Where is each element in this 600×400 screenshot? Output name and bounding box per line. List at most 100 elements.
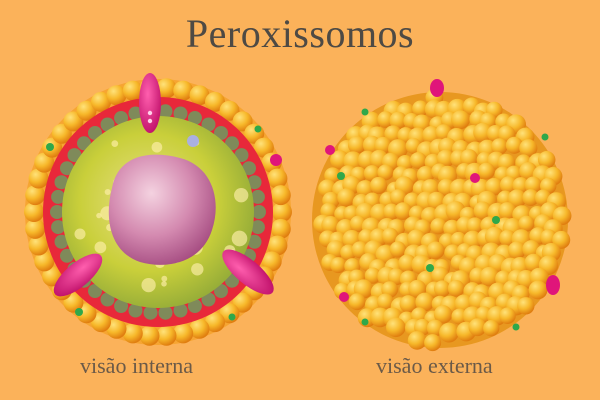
lipid-head-inner <box>100 292 115 307</box>
lipid-head-inner <box>54 175 69 190</box>
surface-lipid-head <box>460 149 478 167</box>
surface-protein-pink <box>546 275 560 295</box>
lipid-head-inner <box>158 104 173 119</box>
matrix-dot <box>111 140 119 147</box>
surface-lipid-head <box>518 215 535 232</box>
surface-lipid-head <box>398 254 417 273</box>
surface-lipid-head <box>399 295 418 313</box>
small-protein-green <box>228 313 236 321</box>
lipid-head-inner <box>250 220 265 235</box>
lipid-head-inner <box>252 205 266 219</box>
surface-lipid-head <box>348 293 366 311</box>
lipid-head <box>270 218 291 239</box>
lipid-head-inner <box>250 189 265 204</box>
lipid-head-inner <box>100 117 115 132</box>
surface-lipid-head <box>528 280 548 300</box>
surface-lipid-head <box>389 241 407 258</box>
lipid-head <box>34 152 55 173</box>
vesicle <box>187 135 199 147</box>
surface-lipid-head <box>491 138 508 155</box>
lipid-head <box>253 137 274 158</box>
lipid-head-inner <box>114 299 129 313</box>
surface-lipid-head <box>499 307 516 325</box>
lipid-head <box>91 312 111 333</box>
lipid-head-inner <box>173 303 188 318</box>
lipid-head-inner <box>143 305 158 320</box>
lipid-head-inner <box>187 299 202 313</box>
lipid-head <box>139 325 160 346</box>
lipid-head <box>34 251 55 272</box>
surface-lipid-head <box>524 253 543 273</box>
surface-lipid-head <box>374 136 392 155</box>
protein-dot <box>147 110 153 116</box>
surface-lipid-head <box>439 322 459 343</box>
surface-lipid-head <box>430 218 447 235</box>
matrix-dot <box>96 212 102 219</box>
surface-lipid-head <box>505 136 523 154</box>
small-protein-green <box>75 308 83 316</box>
lipid-head-inner <box>60 161 74 176</box>
membrane-protein-top <box>139 73 161 133</box>
internal-view <box>24 73 292 346</box>
matrix-dot <box>161 275 168 282</box>
surface-lipid-head <box>330 257 347 274</box>
lipid-head-inner <box>128 303 143 318</box>
lipid-head-inner <box>214 126 228 140</box>
surface-lipid-head <box>409 152 427 169</box>
lipid-head-inner <box>67 148 82 163</box>
surface-protein-pink <box>325 145 335 155</box>
lipid-head <box>267 235 288 256</box>
surface-lipid-head <box>394 202 412 220</box>
lipid-head-inner <box>201 292 216 307</box>
surface-protein-green <box>361 318 369 326</box>
surface-lipid-head <box>433 305 453 324</box>
lipid-head <box>205 91 225 112</box>
lipid-head-inner <box>158 305 173 320</box>
lipid-heads-inner <box>50 104 266 320</box>
lipid-head <box>106 85 127 106</box>
matrix-dot <box>161 281 167 287</box>
surface-lipid-head <box>519 139 538 158</box>
lipid-head <box>272 202 292 222</box>
surface-lipid-head <box>381 227 399 245</box>
surface-protein-pink <box>470 173 480 183</box>
surface-lipid-head <box>473 201 492 220</box>
lipid-head <box>173 323 194 344</box>
crystalline-core <box>108 154 216 265</box>
lipid-head-inner <box>225 136 239 151</box>
surface-lipid-head <box>424 334 442 352</box>
surface-lipid-head <box>337 188 356 207</box>
lipid-head-inner <box>247 234 262 249</box>
lipid-head-inner <box>214 284 228 298</box>
small-protein-green <box>254 125 262 133</box>
surface-lipid-head <box>499 229 516 247</box>
surface-lipid-head <box>498 202 517 221</box>
surface-lipid-head <box>389 111 408 130</box>
surface-lipid-head <box>484 226 505 247</box>
surface-lipid-head <box>369 176 388 195</box>
matrix-dot <box>104 188 111 196</box>
protein-dot <box>147 118 153 124</box>
surface-lipid-head <box>552 230 571 249</box>
surface-lipid-head <box>466 217 484 235</box>
lipid-head-inner <box>187 111 202 125</box>
surface-lipid-head <box>384 125 402 143</box>
surface-lipid-head <box>364 267 382 284</box>
lipid-head-inner <box>128 106 143 121</box>
membrane-protein-right <box>222 249 274 295</box>
lipid-head <box>156 325 177 346</box>
surface-protein-green <box>426 264 434 272</box>
surface-lipid-head <box>412 100 429 117</box>
surface-lipid-head <box>433 280 451 298</box>
lipid-head-inner <box>77 136 91 151</box>
lipid-head-inner <box>88 284 102 298</box>
lipid-head <box>91 91 111 112</box>
matrix-dot <box>141 277 156 293</box>
surface-protein-green <box>492 216 500 224</box>
lipid-head <box>25 185 46 206</box>
surface-lipid-head <box>415 292 435 312</box>
lipid-head <box>173 80 194 101</box>
surface-lipid-head <box>479 266 500 287</box>
surface-protein-green <box>361 108 369 116</box>
